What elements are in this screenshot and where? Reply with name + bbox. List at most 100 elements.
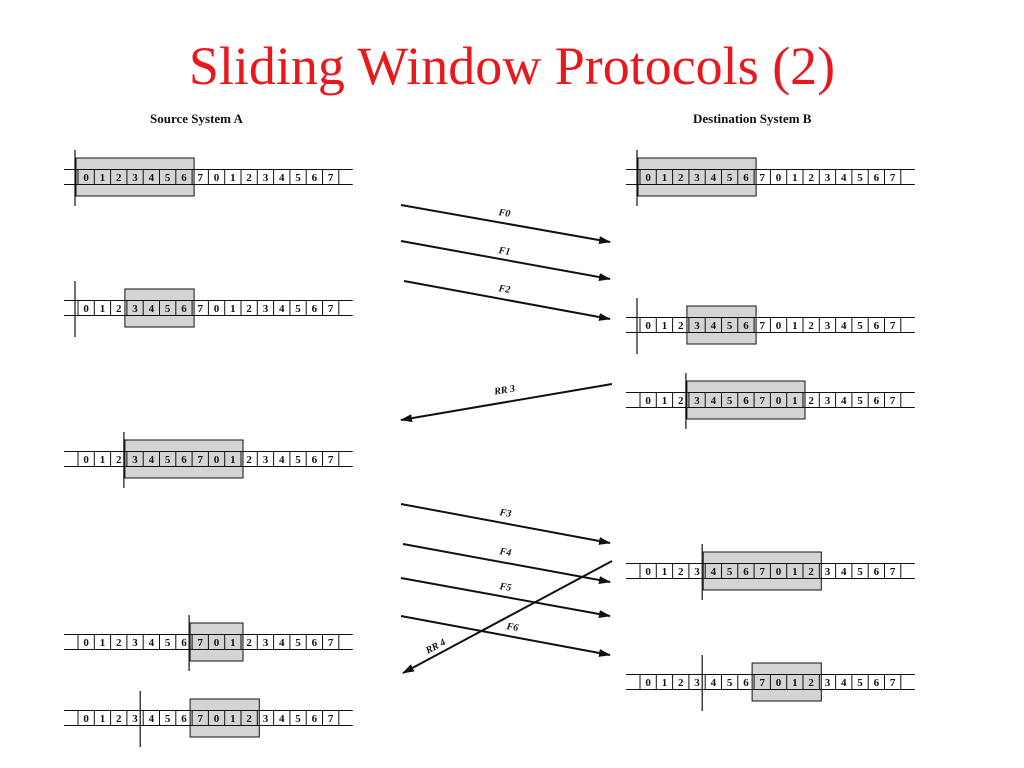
sequence-number: 6 — [874, 395, 880, 407]
message-label: RR 3 — [492, 383, 515, 397]
sequence-number: 4 — [841, 320, 847, 332]
sequence-number: 4 — [841, 395, 847, 407]
sequence-number: 4 — [279, 172, 285, 184]
sequence-number: 5 — [165, 637, 171, 649]
sequence-number: 3 — [132, 172, 138, 184]
message-rr-3: RR 3 — [400, 383, 613, 423]
sequence-number: 2 — [246, 637, 252, 649]
sequence-number: 3 — [132, 637, 138, 649]
source-header: Source System A — [150, 111, 244, 126]
sequence-number: 0 — [776, 566, 782, 578]
message-f4: F4 — [402, 543, 611, 584]
sequence-number: 6 — [874, 677, 880, 689]
sequence-number: 2 — [678, 677, 684, 689]
sequence-number: 0 — [645, 320, 651, 332]
sequence-number: 0 — [776, 172, 782, 184]
sequence-number: 3 — [825, 677, 831, 689]
sequence-number: 4 — [279, 713, 285, 725]
message-arrow — [400, 577, 611, 618]
sequence-number: 4 — [711, 320, 717, 332]
sequence-number: 0 — [645, 566, 651, 578]
message-arrow — [402, 560, 613, 674]
sequence-number: 6 — [312, 303, 318, 315]
sequence-number: 3 — [132, 303, 138, 315]
sequence-number: 0 — [776, 320, 782, 332]
sequence-number: 6 — [312, 454, 318, 466]
sequence-number: 0 — [83, 637, 89, 649]
sequence-number: 5 — [295, 172, 301, 184]
sequence-number: 6 — [743, 172, 749, 184]
destination-header: Destination System B — [693, 111, 812, 126]
sequence-number: 1 — [100, 713, 106, 725]
message-f1: F1 — [400, 240, 611, 281]
message-label: F1 — [497, 245, 511, 258]
sequence-number: 0 — [83, 454, 89, 466]
message-f0: F0 — [400, 204, 611, 245]
sequence-number: 7 — [198, 303, 204, 315]
sliding-window-box — [189, 622, 244, 662]
sliding-window-box — [124, 439, 244, 479]
sequence-number: 2 — [678, 395, 684, 407]
sequence-number: 1 — [792, 677, 798, 689]
sequence-number: 2 — [246, 303, 252, 315]
sequence-number: 6 — [181, 713, 187, 725]
sequence-number: 4 — [711, 566, 717, 578]
sequence-number: 2 — [246, 713, 252, 725]
sequence-number: 4 — [279, 637, 285, 649]
sequence-number: 1 — [230, 713, 236, 725]
sequence-number: 0 — [83, 172, 89, 184]
sequence-number: 1 — [792, 395, 798, 407]
sequence-number: 2 — [678, 566, 684, 578]
sequence-number: 6 — [743, 320, 749, 332]
sequence-number: 3 — [263, 172, 269, 184]
sequence-number: 6 — [743, 395, 749, 407]
sequence-number: 7 — [760, 320, 766, 332]
sliding-window-box — [686, 380, 806, 420]
sequence-number: 1 — [230, 454, 236, 466]
message-arrow — [400, 615, 611, 657]
sequence-number: 7 — [328, 454, 334, 466]
sequence-number: 1 — [100, 303, 106, 315]
message-f3: F3 — [400, 503, 611, 545]
sequence-number: 7 — [328, 303, 334, 315]
message-label: RR 4 — [423, 637, 447, 657]
message-label: F6 — [505, 621, 519, 634]
sequence-number: 1 — [662, 395, 668, 407]
sequence-number: 0 — [645, 395, 651, 407]
sequence-number: 6 — [312, 713, 318, 725]
sequence-number: 5 — [727, 395, 733, 407]
sequence-number: 6 — [874, 566, 880, 578]
sequence-number: 1 — [662, 677, 668, 689]
sequence-number: 3 — [263, 303, 269, 315]
sequence-number: 3 — [132, 713, 138, 725]
message-arrow — [400, 503, 611, 545]
sequence-number: 6 — [874, 320, 880, 332]
sequence-number: 5 — [857, 172, 863, 184]
sequence-number: 4 — [841, 566, 847, 578]
sequence-number: 3 — [132, 454, 138, 466]
sequence-number: 2 — [808, 566, 814, 578]
sequence-number: 0 — [776, 395, 782, 407]
sequence-number: 1 — [792, 172, 798, 184]
sequence-number: 2 — [808, 172, 814, 184]
sequence-number: 3 — [825, 320, 831, 332]
sequence-number: 6 — [312, 637, 318, 649]
sequence-number: 5 — [165, 172, 171, 184]
sequence-number: 5 — [727, 172, 733, 184]
sequence-number: 1 — [792, 566, 798, 578]
sequence-number: 2 — [246, 454, 252, 466]
sequence-number: 0 — [83, 303, 89, 315]
sequence-number: 6 — [874, 172, 880, 184]
sequence-number: 7 — [890, 320, 896, 332]
sequence-number: 5 — [165, 454, 171, 466]
sequence-number: 6 — [181, 172, 187, 184]
sequence-number: 5 — [295, 303, 301, 315]
message-label: F0 — [497, 207, 511, 220]
sequence-number: 3 — [825, 395, 831, 407]
sequence-number: 2 — [116, 172, 122, 184]
